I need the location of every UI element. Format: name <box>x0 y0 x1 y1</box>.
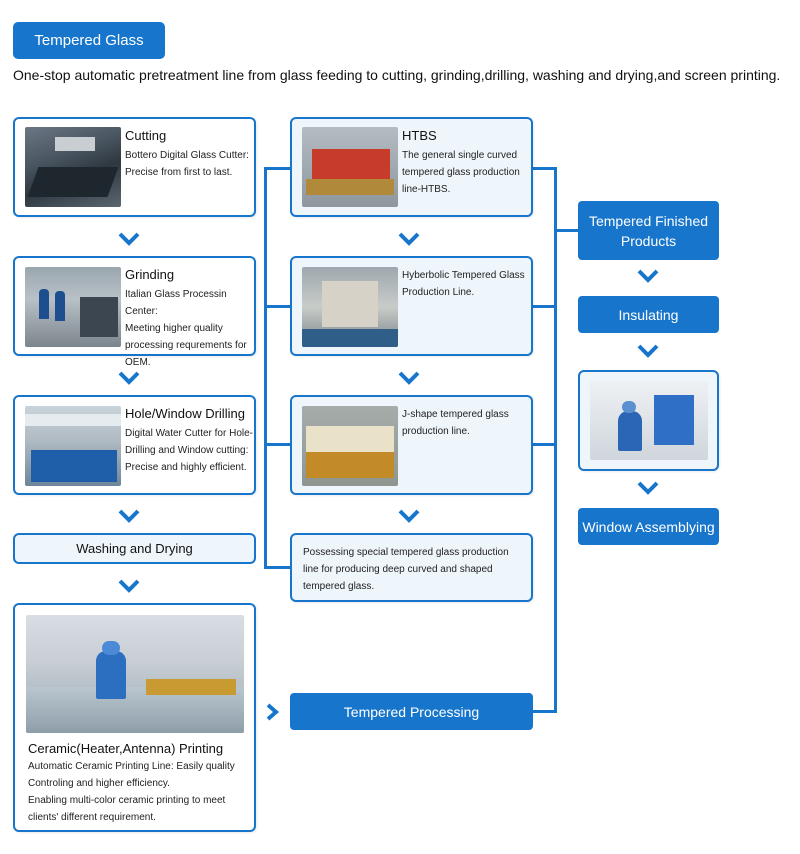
chevron-down-icon <box>637 481 659 495</box>
htbs-title: HTBS <box>402 128 437 143</box>
chevron-right-icon <box>266 703 280 721</box>
page-title: Tempered Glass <box>13 22 165 59</box>
chevron-down-icon <box>118 579 140 593</box>
card-grinding: Grinding Italian Glass Processin Center:… <box>13 256 256 368</box>
insulating-worker-photo <box>590 381 708 460</box>
printing-desc: Automatic Ceramic Printing Line: Easily … <box>28 761 235 823</box>
printing-worker-photo <box>26 615 244 733</box>
grinding-desc: Italian Glass Processin Center: Meeting … <box>125 289 247 368</box>
cutting-desc: Bottero Digital Glass Cutter:Precise fro… <box>125 150 249 178</box>
special-desc: Possessing special tempered glass produc… <box>303 547 509 592</box>
connector-to-htbs <box>264 167 291 170</box>
washing-drying-step: Washing and Drying <box>13 533 256 564</box>
printing-title: Ceramic(Heater,Antenna) Printing <box>28 741 224 756</box>
card-printing: Ceramic(Heater,Antenna) Printing Automat… <box>13 603 256 832</box>
tempered-processing-step: Tempered Processing <box>290 693 533 730</box>
grinding-machine-photo <box>25 267 121 347</box>
hyperbolic-line-photo <box>302 267 398 347</box>
chevron-down-icon <box>398 509 420 523</box>
connector-from-htbs <box>532 167 557 170</box>
chevron-down-icon <box>118 509 140 523</box>
chevron-down-icon <box>118 371 140 385</box>
chevron-down-icon <box>637 269 659 283</box>
card-insulating-photo <box>578 370 719 471</box>
connector-from-processing <box>532 710 557 713</box>
card-special: Possessing special tempered glass produc… <box>290 533 533 602</box>
connector-to-jshape <box>264 443 291 446</box>
connector-to-finished <box>554 229 579 232</box>
drilling-desc: Digital Water Cutter for Hole-Drilling a… <box>125 428 253 473</box>
drilling-title: Hole/Window Drilling <box>125 406 245 421</box>
connector-to-hyperbolic <box>264 305 291 308</box>
insulating-step: Insulating <box>578 296 719 333</box>
chevron-down-icon <box>637 344 659 358</box>
chevron-down-icon <box>398 371 420 385</box>
connector-from-hyperbolic <box>532 305 557 308</box>
connector-from-jshape <box>532 443 557 446</box>
connector-to-special <box>264 566 291 569</box>
water-cutter-photo <box>25 406 121 486</box>
card-drilling: Hole/Window Drilling Digital Water Cutte… <box>13 395 256 495</box>
cutting-machine-photo <box>25 127 121 207</box>
card-cutting: Cutting Bottero Digital Glass Cutter:Pre… <box>13 117 256 217</box>
connector-left-vertical <box>264 168 267 568</box>
chevron-down-icon <box>398 232 420 246</box>
cutting-title: Cutting <box>125 128 167 143</box>
grinding-title: Grinding <box>125 267 175 282</box>
connector-right-vertical <box>554 168 557 712</box>
jshape-line-photo <box>302 406 398 486</box>
window-assemblying-step: Window Assemblying <box>578 508 719 545</box>
htbs-line-photo <box>302 127 398 207</box>
chevron-down-icon <box>118 232 140 246</box>
page-subtitle: One-stop automatic pretreatment line fro… <box>13 67 781 83</box>
